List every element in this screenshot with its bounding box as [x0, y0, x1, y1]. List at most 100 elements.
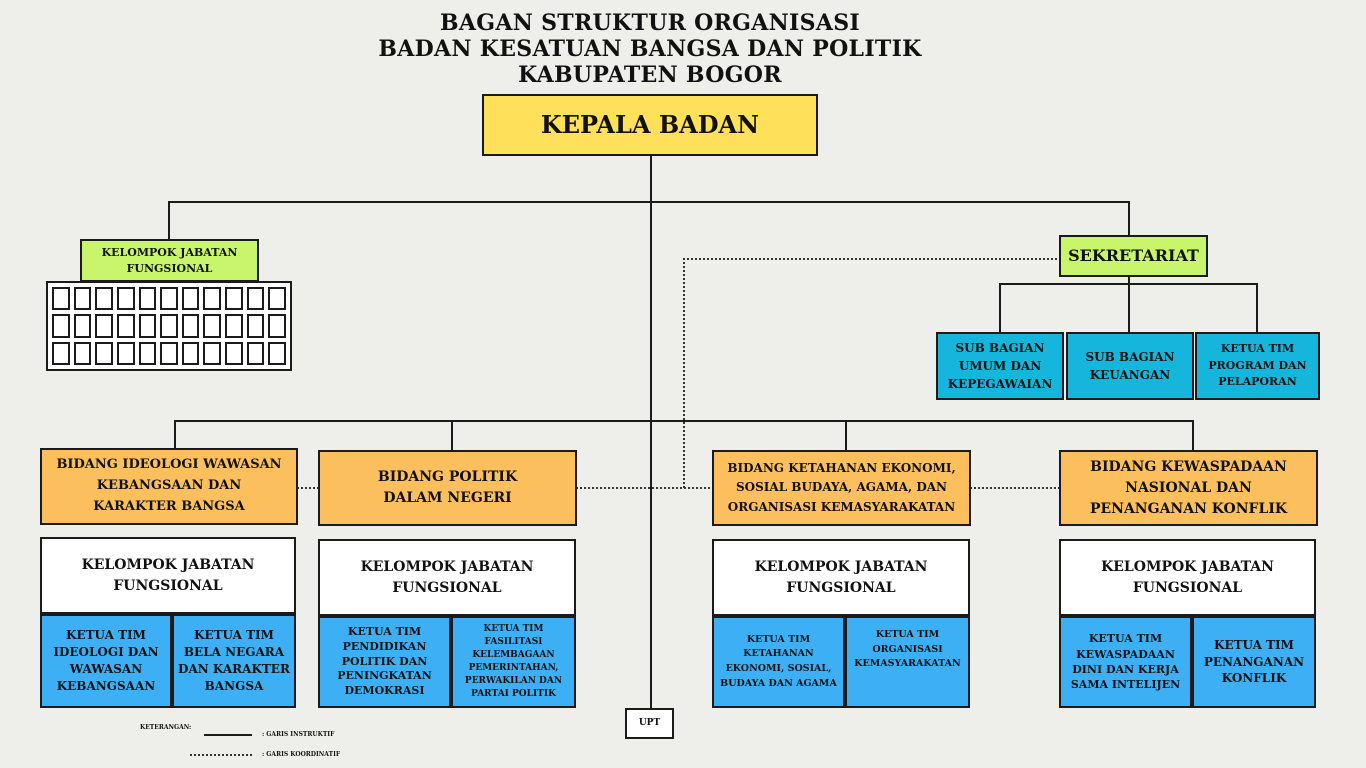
sub-section-line: UMUM DAN	[958, 359, 1042, 373]
upt-box: UPT	[625, 708, 674, 739]
staff-cell	[225, 287, 243, 311]
sub-section-box: SUB BAGIAN KEUANGAN	[1066, 332, 1194, 400]
team-lead-line: BELA NEGARA	[183, 645, 285, 660]
division-box: BIDANG KEWASPADAAN NASIONAL DAN PENANGAN…	[1059, 450, 1318, 526]
team-lead-line: PENDIDIKAN	[342, 639, 427, 653]
team-lead-line: KETAHANAN	[743, 648, 814, 660]
legend-instructive-label: : GARIS INSTRUKTIF	[262, 731, 335, 738]
team-lead-line: KELEMBAGAAN	[472, 649, 555, 660]
division-name-line: DALAM NEGERI	[383, 490, 512, 506]
division-functional-line: FUNGSIONAL	[113, 577, 223, 594]
head-box: KEPALA BADAN	[482, 94, 818, 156]
division-functional-box: KELOMPOK JABATAN FUNGSIONAL	[712, 539, 970, 616]
division-name-line: KARAKTER BANGSA	[93, 498, 245, 514]
team-lead-box: KETUA TIM PENDIDIKAN POLITIK DAN PENINGK…	[318, 616, 451, 708]
legend-solid-line	[204, 734, 252, 736]
staff-cell	[160, 314, 178, 338]
team-lead-line: BANGSA	[204, 678, 264, 693]
coordination-line	[683, 258, 685, 488]
division-functional-box: KELOMPOK JABATAN FUNGSIONAL	[40, 537, 296, 614]
connector-line	[1128, 201, 1130, 236]
team-lead-line: SAMA INTELIJEN	[1070, 678, 1181, 692]
coordination-line	[576, 487, 714, 489]
connector-line	[1256, 283, 1258, 334]
sub-section-line: KEPEGAWAIAN	[947, 377, 1053, 391]
staff-cell	[160, 341, 178, 365]
team-lead-line: KETUA TIM	[746, 633, 811, 645]
connector-line	[174, 420, 176, 450]
team-lead-line: KEWASPADAAN	[1076, 647, 1175, 661]
legend-coordinative-label: : GARIS KOORDINATIF	[262, 751, 341, 758]
division-name-line: BIDANG KEWASPADAAN	[1090, 458, 1287, 475]
team-lead-box: KETUA TIM BELA NEGARA DAN KARAKTER BANGS…	[172, 614, 296, 708]
team-lead-line: DINI DAN KERJA	[1072, 663, 1179, 676]
staff-cell	[225, 314, 243, 338]
legend-dotted-line	[190, 754, 252, 756]
staff-cell	[203, 314, 222, 338]
staff-cell	[268, 287, 286, 311]
staff-cell	[95, 287, 113, 311]
staff-cell	[246, 314, 265, 338]
division-functional-box: KELOMPOK JABATAN FUNGSIONAL	[1059, 539, 1316, 616]
team-lead-line: KETUA TIM	[347, 624, 422, 638]
team-lead-line: FASILITASI	[484, 636, 543, 647]
staff-cell	[73, 341, 92, 365]
upt-label: UPT	[638, 717, 661, 728]
team-lead-line: PENINGKATAN	[337, 669, 432, 683]
team-lead-line: KETUA TIM	[483, 623, 544, 634]
staff-cell	[95, 314, 113, 338]
division-name-line: BIDANG IDEOLOGI WAWASAN	[56, 457, 282, 473]
division-functional-line: KELOMPOK JABATAN	[360, 558, 534, 575]
coordination-line	[297, 487, 319, 489]
team-lead-line: DAN KARAKTER	[178, 662, 290, 676]
team-lead-box: KETUA TIM KETAHANAN EKONOMI, SOSIAL, BUD…	[712, 616, 845, 708]
team-lead-line: KEMASYARAKATAN	[854, 658, 961, 670]
division-box: BIDANG KETAHANAN EKONOMI, SOSIAL BUDAYA,…	[712, 450, 971, 526]
division-name-line: BIDANG POLITIK	[377, 469, 518, 485]
division-functional-line: KELOMPOK JABATAN	[81, 556, 255, 573]
division-name-line: PENANGANAN KONFLIK	[1089, 500, 1288, 517]
sub-section-line: PROGRAM DAN	[1208, 358, 1307, 372]
staff-cell	[246, 287, 265, 311]
connector-line	[1128, 276, 1130, 334]
chart-title-line-2: BADAN KESATUAN BANGSA DAN POLITIK	[378, 36, 922, 62]
coordination-line	[683, 258, 1061, 260]
team-lead-box: KETUA TIM PENANGANAN KONFLIK	[1192, 616, 1316, 708]
sub-section-line: PELAPORAN	[1218, 375, 1297, 389]
secretariat-box: SEKRETARIAT	[1059, 235, 1208, 277]
team-lead-box: KETUA TIM KEWASPADAAN DINI DAN KERJA SAM…	[1059, 616, 1192, 708]
secretariat-label: SEKRETARIAT	[1068, 246, 1199, 266]
staff-cell	[116, 314, 135, 338]
connector-line	[845, 420, 847, 452]
legend-heading: KETERANGAN:	[140, 724, 192, 731]
team-lead-line: KEBANGSAAN	[56, 678, 156, 693]
division-name-line: KEBANGSAAN DAN	[96, 478, 242, 494]
division-functional-line: FUNGSIONAL	[1132, 579, 1243, 596]
team-lead-line: KETUA TIM	[875, 629, 940, 640]
staff-cell	[203, 341, 222, 365]
staff-cell	[246, 341, 265, 365]
team-lead-line: IDEOLOGI DAN	[53, 645, 159, 660]
division-box: BIDANG POLITIK DALAM NEGERI	[318, 450, 577, 526]
team-lead-line: ORGANISASI	[872, 643, 943, 655]
team-lead-box: KETUA TIM FASILITASI KELEMBAGAAN PEMERIN…	[451, 616, 576, 708]
connector-line	[650, 154, 652, 710]
team-lead-line: BUDAYA DAN AGAMA	[720, 677, 837, 689]
division-name-line: BIDANG KETAHANAN EKONOMI,	[727, 461, 956, 476]
connector-line	[451, 420, 453, 452]
sub-section-line: KEUANGAN	[1089, 368, 1171, 382]
staff-cell	[73, 314, 92, 338]
functional-group-box: KELOMPOK JABATAN FUNGSIONAL	[80, 239, 259, 282]
division-name-line: NASIONAL DAN	[1125, 479, 1252, 496]
staff-cell	[181, 314, 200, 338]
staff-cell	[268, 314, 286, 338]
staff-cell	[116, 341, 135, 365]
team-lead-line: EKONOMI, SOSIAL,	[725, 663, 832, 674]
team-lead-line: WAWASAN	[69, 662, 143, 676]
coordination-line	[970, 487, 1060, 489]
sub-section-box: SUB BAGIAN UMUM DAN KEPEGAWAIAN	[936, 332, 1064, 400]
connector-line	[999, 283, 1258, 285]
connector-line	[1192, 420, 1194, 452]
team-lead-line: KONFLIK	[1221, 671, 1287, 686]
team-lead-line: POLITIK DAN	[341, 654, 428, 668]
